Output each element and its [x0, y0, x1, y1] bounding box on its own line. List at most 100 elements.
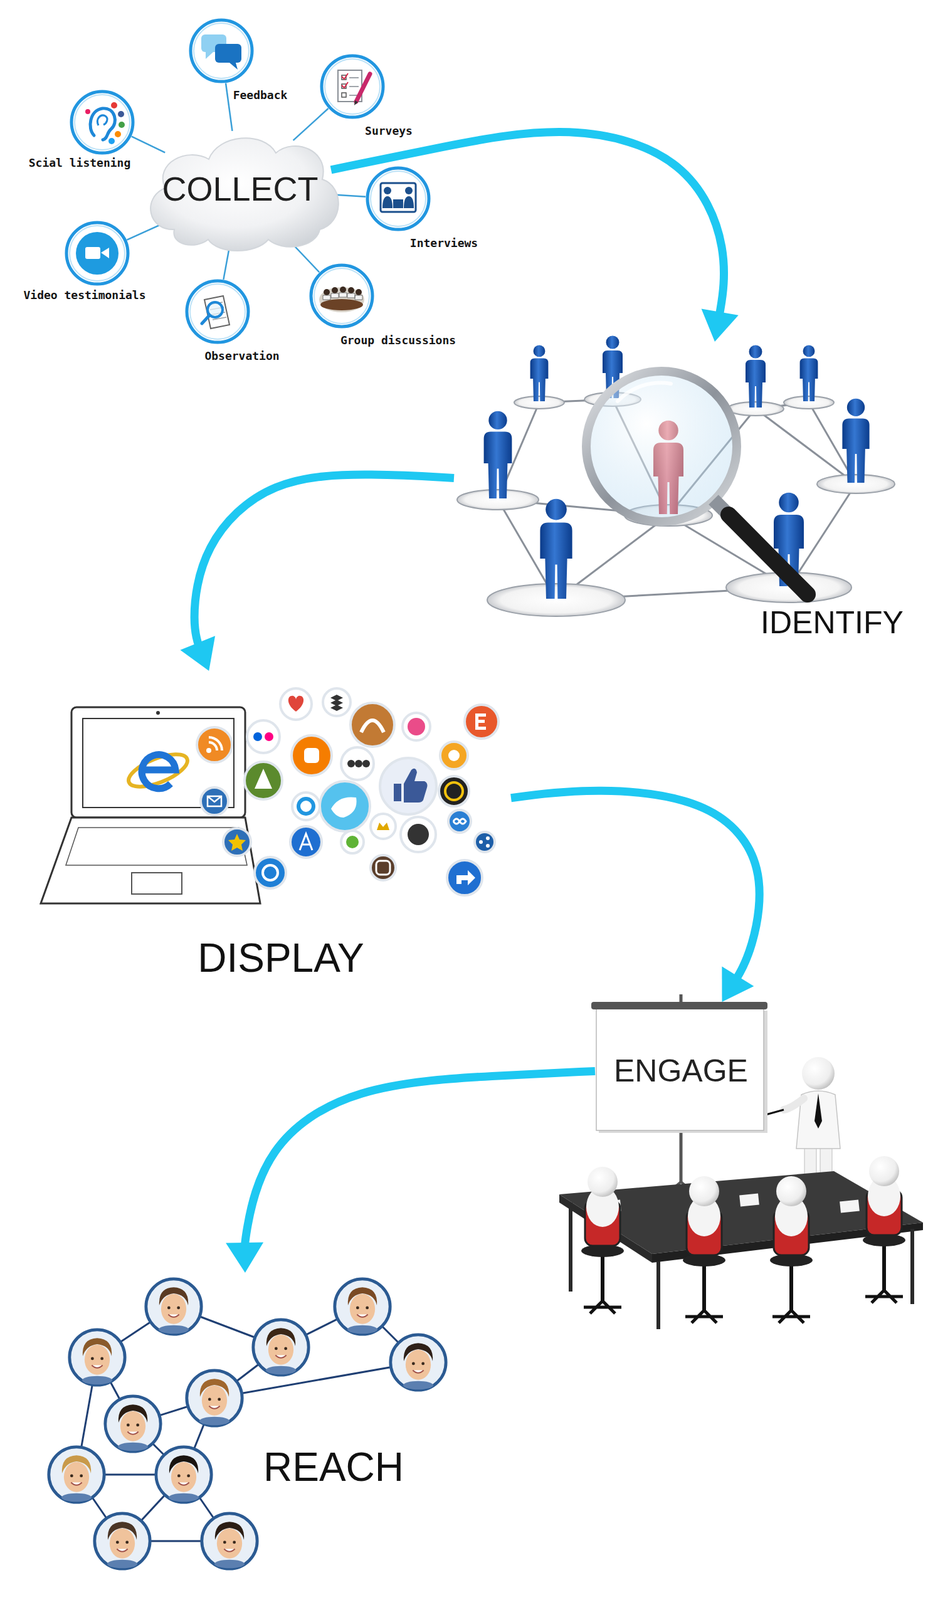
arrow-head	[225, 1242, 264, 1273]
interview-icon	[380, 183, 416, 212]
method-circle: Surveys	[319, 53, 385, 120]
connector	[511, 790, 760, 1002]
group-discussion-icon	[323, 289, 330, 296]
method-icons	[311, 265, 372, 327]
listening-icon	[90, 108, 115, 140]
face-photos	[105, 1396, 161, 1452]
listening-icon	[85, 102, 125, 145]
laptop-drawing	[156, 711, 160, 715]
social-glyphs	[362, 759, 370, 768]
floor-rings	[457, 489, 539, 510]
conference-table	[568, 1202, 573, 1292]
spoke-line	[126, 223, 164, 240]
presentation-board: ENGAGE	[595, 1001, 768, 1134]
social-glyphs	[206, 694, 490, 886]
conference-table	[739, 1193, 760, 1207]
social-glyphs	[407, 717, 426, 736]
social-bubbles	[402, 712, 431, 741]
board-sheet	[596, 1008, 764, 1131]
interview-icon	[403, 196, 414, 209]
circle-inner-ring	[193, 23, 249, 79]
survey-icon	[349, 77, 359, 96]
circle-outline	[66, 222, 128, 285]
circle-inner-ring	[69, 225, 125, 281]
method-circle: Video testimonials	[64, 220, 130, 286]
social-bubbles	[440, 741, 468, 770]
social-glyphs	[376, 860, 391, 875]
people-figures	[842, 398, 870, 483]
social-bubbles	[200, 787, 229, 816]
method-label: Group discussions	[337, 333, 459, 347]
social-bubbles	[196, 727, 232, 763]
circle-outline	[367, 168, 429, 230]
method-icons	[72, 92, 133, 153]
social-glyphs	[299, 833, 313, 851]
group-discussion-icon	[355, 289, 362, 296]
face-photos	[201, 1513, 258, 1569]
method-label: Surveys	[362, 124, 416, 138]
social-glyphs	[376, 822, 390, 831]
arrow-head	[721, 966, 754, 1002]
social-glyphs	[475, 713, 486, 730]
feedback-icon	[205, 52, 214, 59]
listening-icon	[117, 110, 125, 118]
feedback-icon	[215, 43, 242, 63]
survey-icon	[341, 92, 347, 98]
social-glyphs	[347, 759, 355, 768]
social-glyphs	[456, 870, 476, 886]
seated-people	[862, 1156, 906, 1303]
survey-icon	[356, 73, 370, 102]
face-photos	[186, 1370, 243, 1426]
connector	[225, 1070, 596, 1273]
seated-people	[882, 1243, 886, 1291]
flow-arrow	[194, 474, 454, 652]
method-label: Interviews	[407, 236, 481, 250]
group-discussion-icon	[319, 287, 365, 313]
reach-stage: REACH	[40, 1272, 455, 1583]
video-icon	[75, 231, 119, 275]
laptop-drawing	[124, 748, 192, 794]
people-figures	[530, 344, 549, 402]
spoke-line	[336, 195, 367, 197]
listening-icon	[110, 102, 118, 109]
stage-title: DISPLAY	[195, 934, 367, 982]
presenter-figure	[801, 1057, 835, 1090]
presenter-figure	[783, 1098, 804, 1110]
people-network	[48, 1279, 446, 1569]
social-glyphs	[262, 865, 278, 881]
spoke-line	[223, 246, 230, 280]
connector	[179, 474, 454, 671]
social-glyphs	[448, 749, 460, 762]
circle-inner-ring	[324, 58, 380, 115]
social-bubbles	[247, 720, 280, 754]
social-glyphs	[485, 843, 490, 848]
seated-people	[685, 1310, 723, 1324]
people-figures	[745, 345, 766, 409]
social-glyphs	[346, 835, 359, 849]
method-circle: Group discussions	[309, 263, 375, 329]
seated-people	[682, 1176, 726, 1324]
social-glyphs	[254, 768, 273, 789]
stage-title: REACH	[260, 1444, 407, 1491]
seated-people	[769, 1176, 813, 1324]
method-icons	[191, 20, 252, 81]
listening-icon	[118, 121, 125, 128]
magnifying-glass	[728, 514, 808, 595]
social-bubbles	[379, 758, 437, 815]
social-bubbles	[280, 688, 312, 720]
seated-people	[865, 1290, 903, 1303]
connector	[126, 223, 164, 240]
group-discussion-icon	[339, 286, 347, 293]
magnifying-glass	[586, 371, 737, 522]
people-figures	[800, 344, 819, 402]
social-glyphs	[253, 732, 263, 742]
circle-inner-ring	[189, 284, 246, 340]
interview-icon	[383, 186, 392, 195]
arrow-head	[179, 635, 216, 671]
meeting-scene	[559, 994, 923, 1330]
laptop-drawing	[40, 817, 261, 904]
floor-rings	[727, 401, 784, 416]
circle-outline	[321, 55, 384, 118]
social-glyphs	[304, 748, 320, 764]
